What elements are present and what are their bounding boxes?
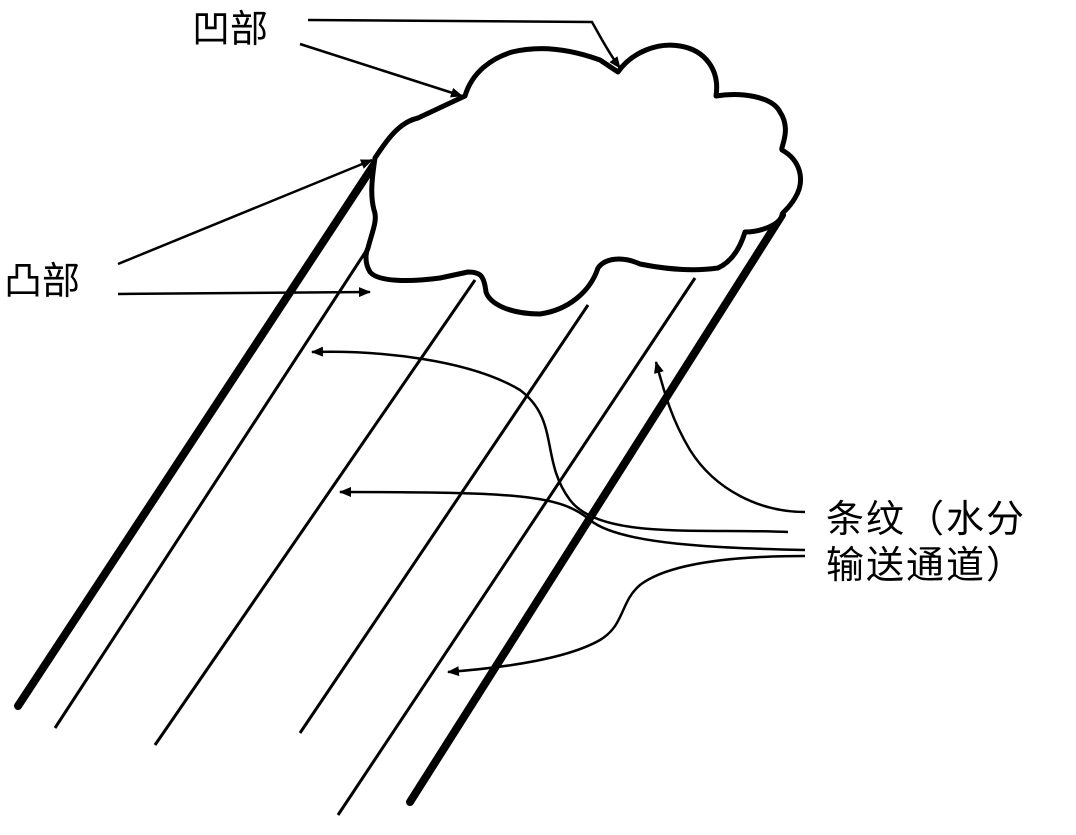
convex-leader-2 [117,287,371,298]
stripe-leader-2 [339,487,806,552]
stripe-line-2 [153,279,477,746]
convex-label: 凸部 [4,259,81,303]
stripe-line-3 [298,304,590,734]
stripe-line-1 [53,247,370,729]
cloud-outline [363,42,803,317]
stripe-label-line2: 输送通道） [826,543,1027,587]
concave-leader-2 [307,18,622,69]
stripe-leader-3 [654,361,806,514]
outer-boundary-right [406,211,786,806]
concave-leader-1 [299,42,463,98]
stripe-leader-1 [311,346,789,534]
stripe-line-4 [336,277,697,816]
outer-boundary-left [14,159,379,710]
stripe-leader-4 [447,554,806,677]
concave-label: 凹部 [192,7,269,51]
convex-leader-1 [117,158,373,266]
stripe-label-line1: 条纹（水分 [826,497,1027,541]
